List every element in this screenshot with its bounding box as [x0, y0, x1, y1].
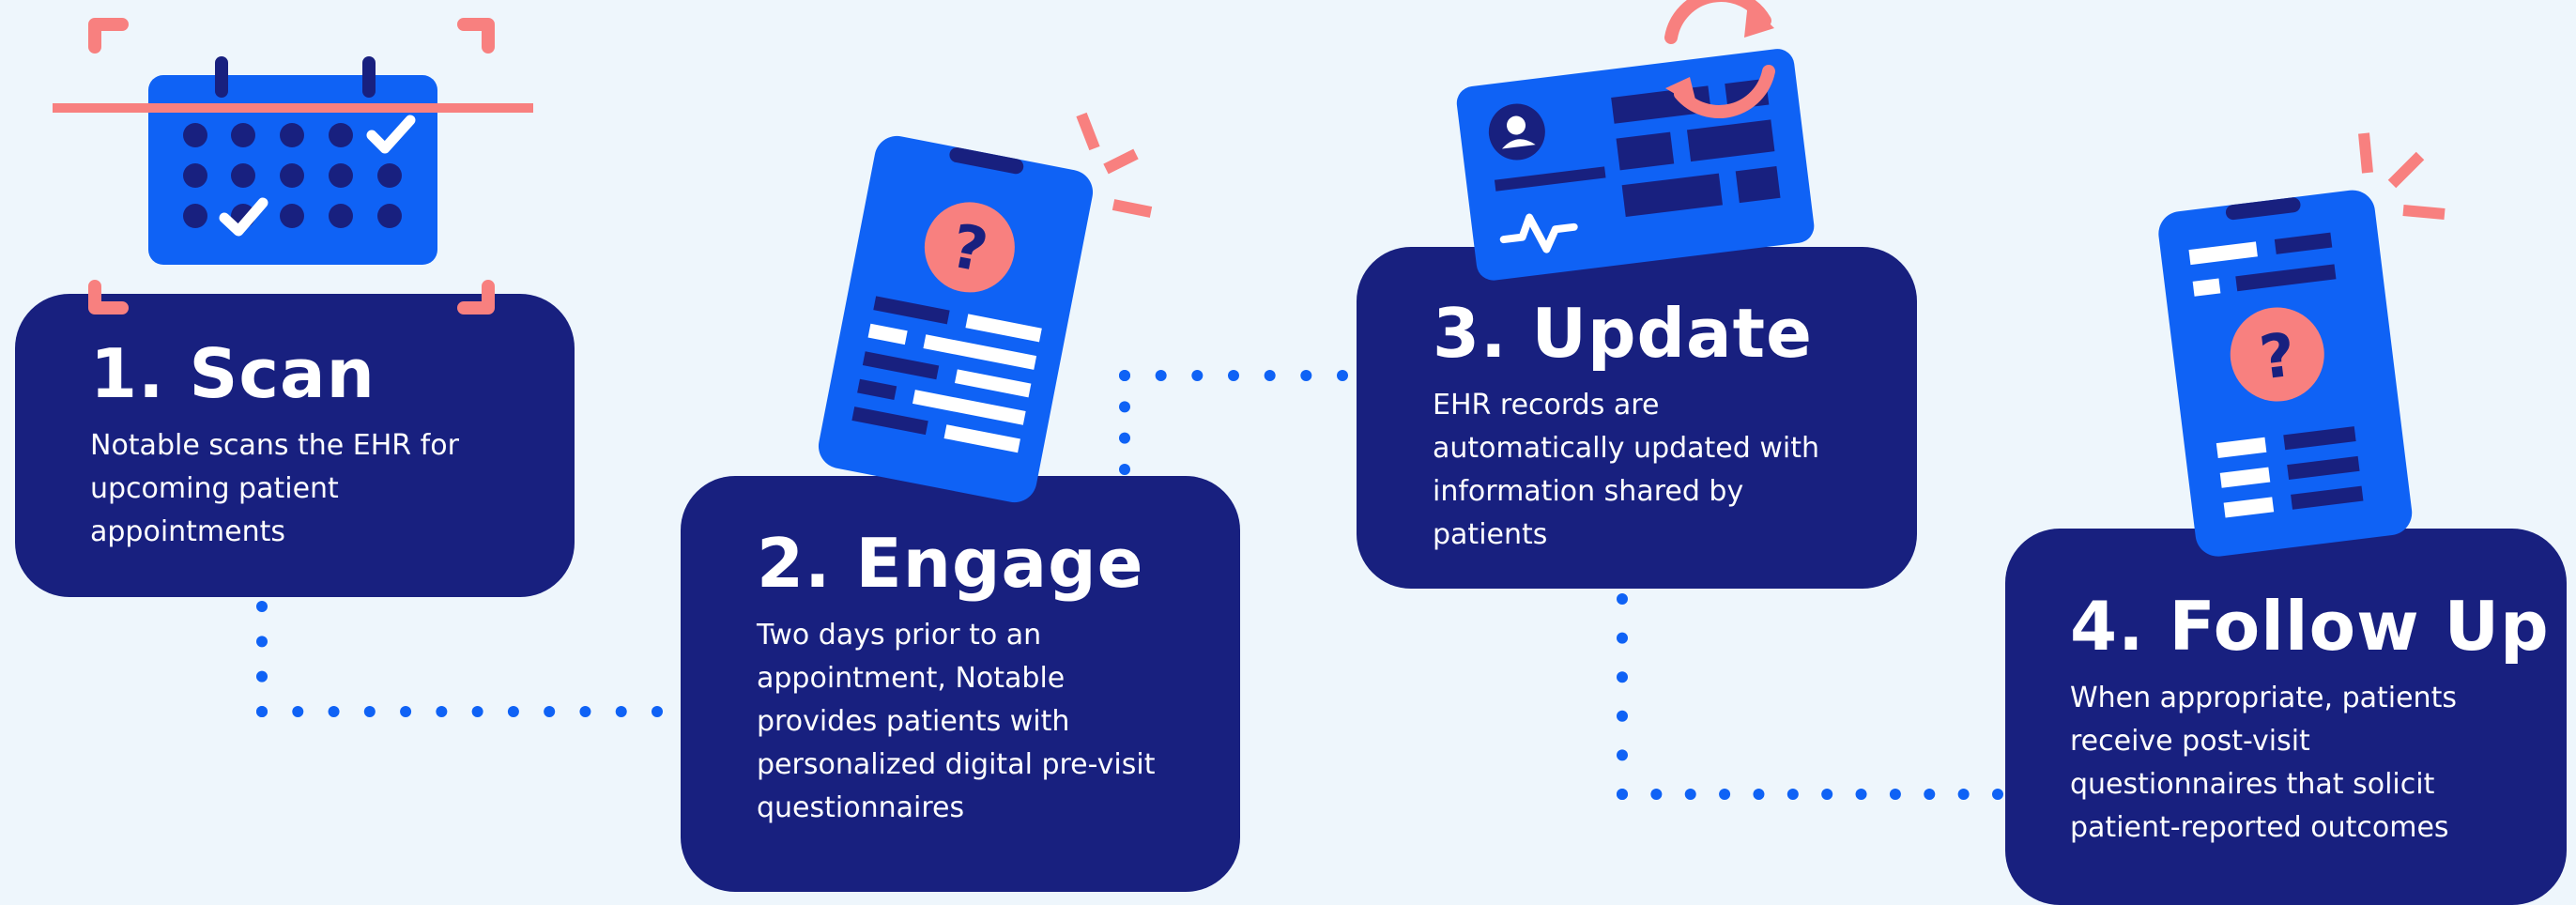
connector-dot: [1855, 789, 1867, 800]
connector-1-2: [256, 601, 663, 717]
step-card-update: 3. Update EHR records are automatically …: [1357, 247, 1917, 589]
connector-dot: [1753, 789, 1765, 800]
connector-dot: [1957, 789, 1970, 800]
connector-dot: [652, 706, 663, 717]
connector-dot: [1617, 789, 1628, 800]
step-card-follow-up: 4. Follow Up When appropriate, patients …: [2005, 529, 2567, 905]
connector-dot: [1889, 789, 1901, 800]
connector-2-3: [1119, 370, 1348, 475]
connector-dot: [400, 706, 412, 717]
connector-dot: [1719, 789, 1731, 800]
step-card-engage: 2. Engage Two days prior to an appointme…: [681, 476, 1240, 892]
connector-dot: [1992, 789, 2003, 800]
connector-dot: [1617, 593, 1628, 605]
step-description: Two days prior to an appointment, Notabl…: [757, 619, 1156, 824]
connector-dot: [1617, 749, 1628, 761]
connector-dot: [1264, 370, 1276, 381]
connector-dot: [471, 706, 483, 717]
connector-dot: [1119, 401, 1130, 413]
connector-dot: [256, 601, 268, 612]
connector-dot: [328, 706, 340, 717]
connector-dot: [256, 670, 268, 683]
connector-dot: [1617, 710, 1628, 722]
step-title: 3. Update: [1433, 294, 1813, 373]
connector-dot: [1228, 370, 1239, 381]
connector-dot: [1300, 370, 1312, 381]
connector-dot: [1924, 789, 1936, 800]
connector-dot: [1617, 632, 1628, 644]
connector-dot: [363, 706, 376, 717]
connector-dot: [1650, 789, 1663, 800]
connector-dot: [436, 706, 448, 717]
connector-dot: [256, 636, 268, 648]
connector-dot: [1617, 671, 1628, 683]
connector-dot: [1119, 370, 1130, 381]
connector-3-4: [1617, 593, 2003, 800]
connector-dot: [1119, 464, 1130, 475]
step-description: EHR records are automatically updated wi…: [1433, 389, 1819, 551]
connector-dot: [544, 706, 556, 717]
connector-dot: [507, 706, 519, 717]
step-title: 2. Engage: [757, 524, 1144, 603]
connector-dot: [1337, 370, 1348, 381]
connector-dot: [292, 706, 304, 717]
step-card-scan: 1. Scan Notable scans the EHR for upcomi…: [15, 294, 575, 597]
connector-dot: [579, 706, 591, 717]
connector-dot: [615, 706, 627, 717]
connector-dot: [256, 706, 268, 717]
step-description: Notable scans the EHR for upcoming patie…: [90, 429, 459, 548]
connector-dot: [1821, 789, 1833, 800]
connector-dot: [1155, 370, 1167, 381]
connector-dot: [1786, 789, 1799, 800]
connector-dot: [1684, 789, 1696, 800]
step-title: 1. Scan: [90, 334, 376, 413]
connector-dot: [1119, 432, 1130, 444]
step-title: 4. Follow Up: [2070, 587, 2550, 666]
connector-dot: [1191, 370, 1204, 381]
step-description: When appropriate, patients receive post-…: [2070, 682, 2457, 844]
